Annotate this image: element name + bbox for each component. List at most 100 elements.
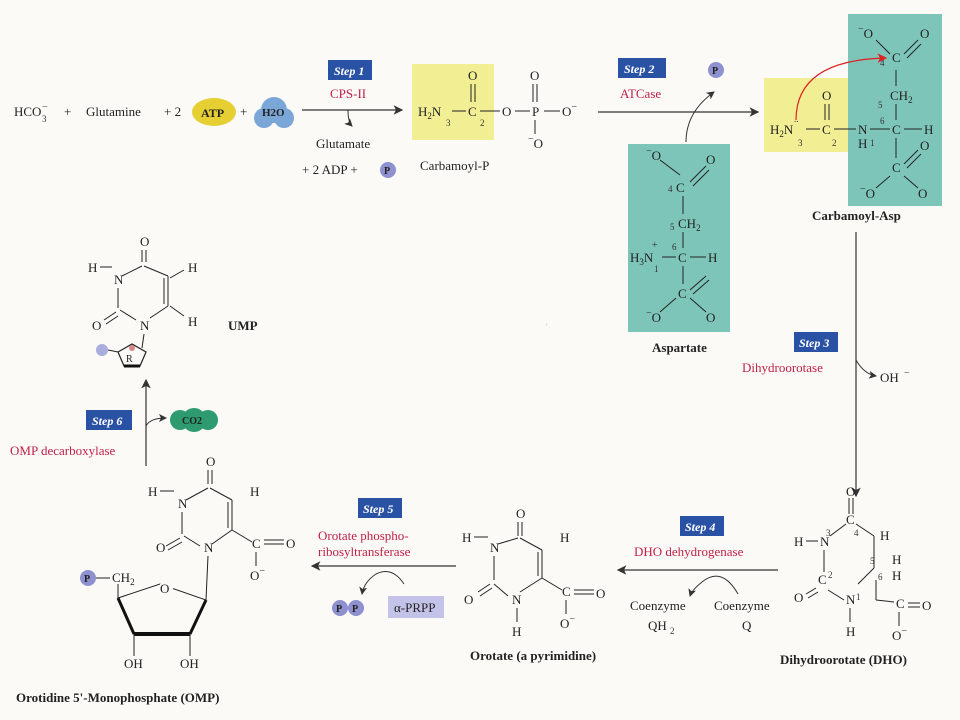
omp-structure: O H N H N O C O O− O O OH O xyxy=(80,454,295,671)
svg-text:6: 6 xyxy=(672,242,677,252)
step2-phosphate-out-arrow xyxy=(685,91,715,143)
step1-enzyme: CPS-II xyxy=(330,86,366,101)
svg-text:N: N xyxy=(178,496,188,511)
svg-text:C: C xyxy=(468,104,477,119)
svg-text:C: C xyxy=(892,160,901,175)
step5-enzyme-line1: Orotate phospho- xyxy=(318,528,409,543)
svg-text:H: H xyxy=(188,314,197,329)
svg-text:H: H xyxy=(892,552,901,567)
svg-text:CH2: CH2 xyxy=(678,216,701,233)
svg-text:O−: O− xyxy=(892,626,907,643)
svg-text:O−: O− xyxy=(562,102,577,119)
svg-text:C: C xyxy=(822,122,831,137)
svg-text:3: 3 xyxy=(446,118,451,128)
svg-text:3: 3 xyxy=(798,138,803,148)
svg-text:O: O xyxy=(502,104,511,119)
svg-text:2: 2 xyxy=(670,626,675,636)
step1-glutamate-out-arrow xyxy=(344,109,353,127)
water-o xyxy=(261,97,287,123)
water-label: H2O xyxy=(262,107,285,119)
svg-text:O: O xyxy=(922,598,931,613)
svg-text:4: 4 xyxy=(854,528,859,538)
step1-phosphate-bubble xyxy=(380,162,396,178)
svg-text:H: H xyxy=(858,136,867,151)
svg-text:OH: OH xyxy=(124,656,143,671)
svg-text:5: 5 xyxy=(878,100,883,110)
svg-text:N: N xyxy=(140,318,150,333)
svg-text:C: C xyxy=(846,512,855,527)
svg-text:O: O xyxy=(846,484,855,499)
step1-label: Step 1 xyxy=(334,64,364,78)
svg-text:1: 1 xyxy=(870,138,875,148)
svg-text:O: O xyxy=(822,88,831,103)
svg-text:H: H xyxy=(512,624,521,639)
step3-box xyxy=(794,332,838,352)
carbamoyl-asp-label: Carbamoyl-Asp xyxy=(812,208,901,223)
svg-text:2: 2 xyxy=(832,138,837,148)
step1-box xyxy=(328,60,372,80)
dho-structure: H N 3 C 4 O H 5 H 6 H C 2 O N 1 H C O O xyxy=(794,484,931,643)
svg-text:O: O xyxy=(286,536,295,551)
aspartate-label: Aspartate xyxy=(652,340,707,355)
svg-text:1: 1 xyxy=(654,264,659,274)
svg-text:CH2: CH2 xyxy=(890,88,913,105)
ppi-label-1: P xyxy=(336,604,342,615)
step2-phosphate-label: P xyxy=(712,66,718,77)
svg-text:O: O xyxy=(920,26,929,41)
co2-bubble-3 xyxy=(182,408,206,432)
svg-text:N: N xyxy=(858,122,868,137)
glutamate-product: Glutamate xyxy=(316,136,370,151)
svg-text:C: C xyxy=(252,536,261,551)
step6-label: Step 6 xyxy=(92,414,122,428)
coenzyme-q-label: Coenzyme xyxy=(714,598,770,613)
step4-enzyme: DHO dehydrogenase xyxy=(634,544,744,559)
coenzyme-q-sub: Q xyxy=(742,618,752,633)
svg-text:O: O xyxy=(206,454,215,469)
svg-text:4: 4 xyxy=(668,184,673,194)
svg-text:H: H xyxy=(794,534,803,549)
svg-text:O: O xyxy=(794,590,803,605)
svg-text:3: 3 xyxy=(42,114,47,124)
svg-text:H: H xyxy=(188,260,197,275)
carbamoyl-asp-carbamoyl-highlight xyxy=(764,78,850,152)
svg-text:H: H xyxy=(880,528,889,543)
step2-phosphate-bubble xyxy=(708,62,724,78)
hydroxide-label: OH xyxy=(880,370,899,385)
svg-text:O: O xyxy=(140,234,149,249)
atp-bubble xyxy=(192,98,236,126)
step3-hydroxide-out-arrow xyxy=(855,359,877,379)
svg-text:C: C xyxy=(892,122,901,137)
glutamine: Glutamine xyxy=(86,104,141,119)
svg-text:5: 5 xyxy=(670,222,675,232)
ump-label: UMP xyxy=(228,318,258,333)
step5-box xyxy=(358,498,402,518)
svg-text:C: C xyxy=(892,50,901,65)
svg-text:−O: −O xyxy=(646,308,661,325)
svg-text:C: C xyxy=(562,584,571,599)
step1-phosphate-label: P xyxy=(384,166,390,177)
ump-structure: O H N H H N O R xyxy=(88,234,197,368)
svg-text:C: C xyxy=(678,286,687,301)
svg-text:O−: O− xyxy=(560,614,575,631)
adp-product: + 2 ADP + xyxy=(302,162,358,177)
svg-text:H: H xyxy=(846,624,855,639)
aspartate-highlight xyxy=(628,144,730,332)
carbamoyl-p-highlight xyxy=(412,64,494,140)
svg-text:H: H xyxy=(148,484,157,499)
svg-text:O: O xyxy=(706,310,715,325)
svg-text:6: 6 xyxy=(878,572,883,582)
step3-label: Step 3 xyxy=(799,336,829,350)
svg-text:H: H xyxy=(708,250,717,265)
step4-box xyxy=(680,516,724,536)
step1-reactants: HCO − 3 + Glutamine + 2 ATP + H2O xyxy=(14,97,294,128)
svg-text:6: 6 xyxy=(880,116,885,126)
svg-text:C: C xyxy=(676,180,685,195)
svg-text:O: O xyxy=(464,592,473,607)
svg-text:3: 3 xyxy=(826,528,831,538)
step4-coenzyme-arrow xyxy=(688,575,739,597)
carbamoyl-asp-structure: H2N .. 3 C 2 O N H 1 6 C H 5 CH2 C 4 O −… xyxy=(770,24,933,201)
svg-text:O: O xyxy=(468,68,477,83)
svg-text:C: C xyxy=(896,596,905,611)
co2-label: CO2 xyxy=(182,416,202,427)
